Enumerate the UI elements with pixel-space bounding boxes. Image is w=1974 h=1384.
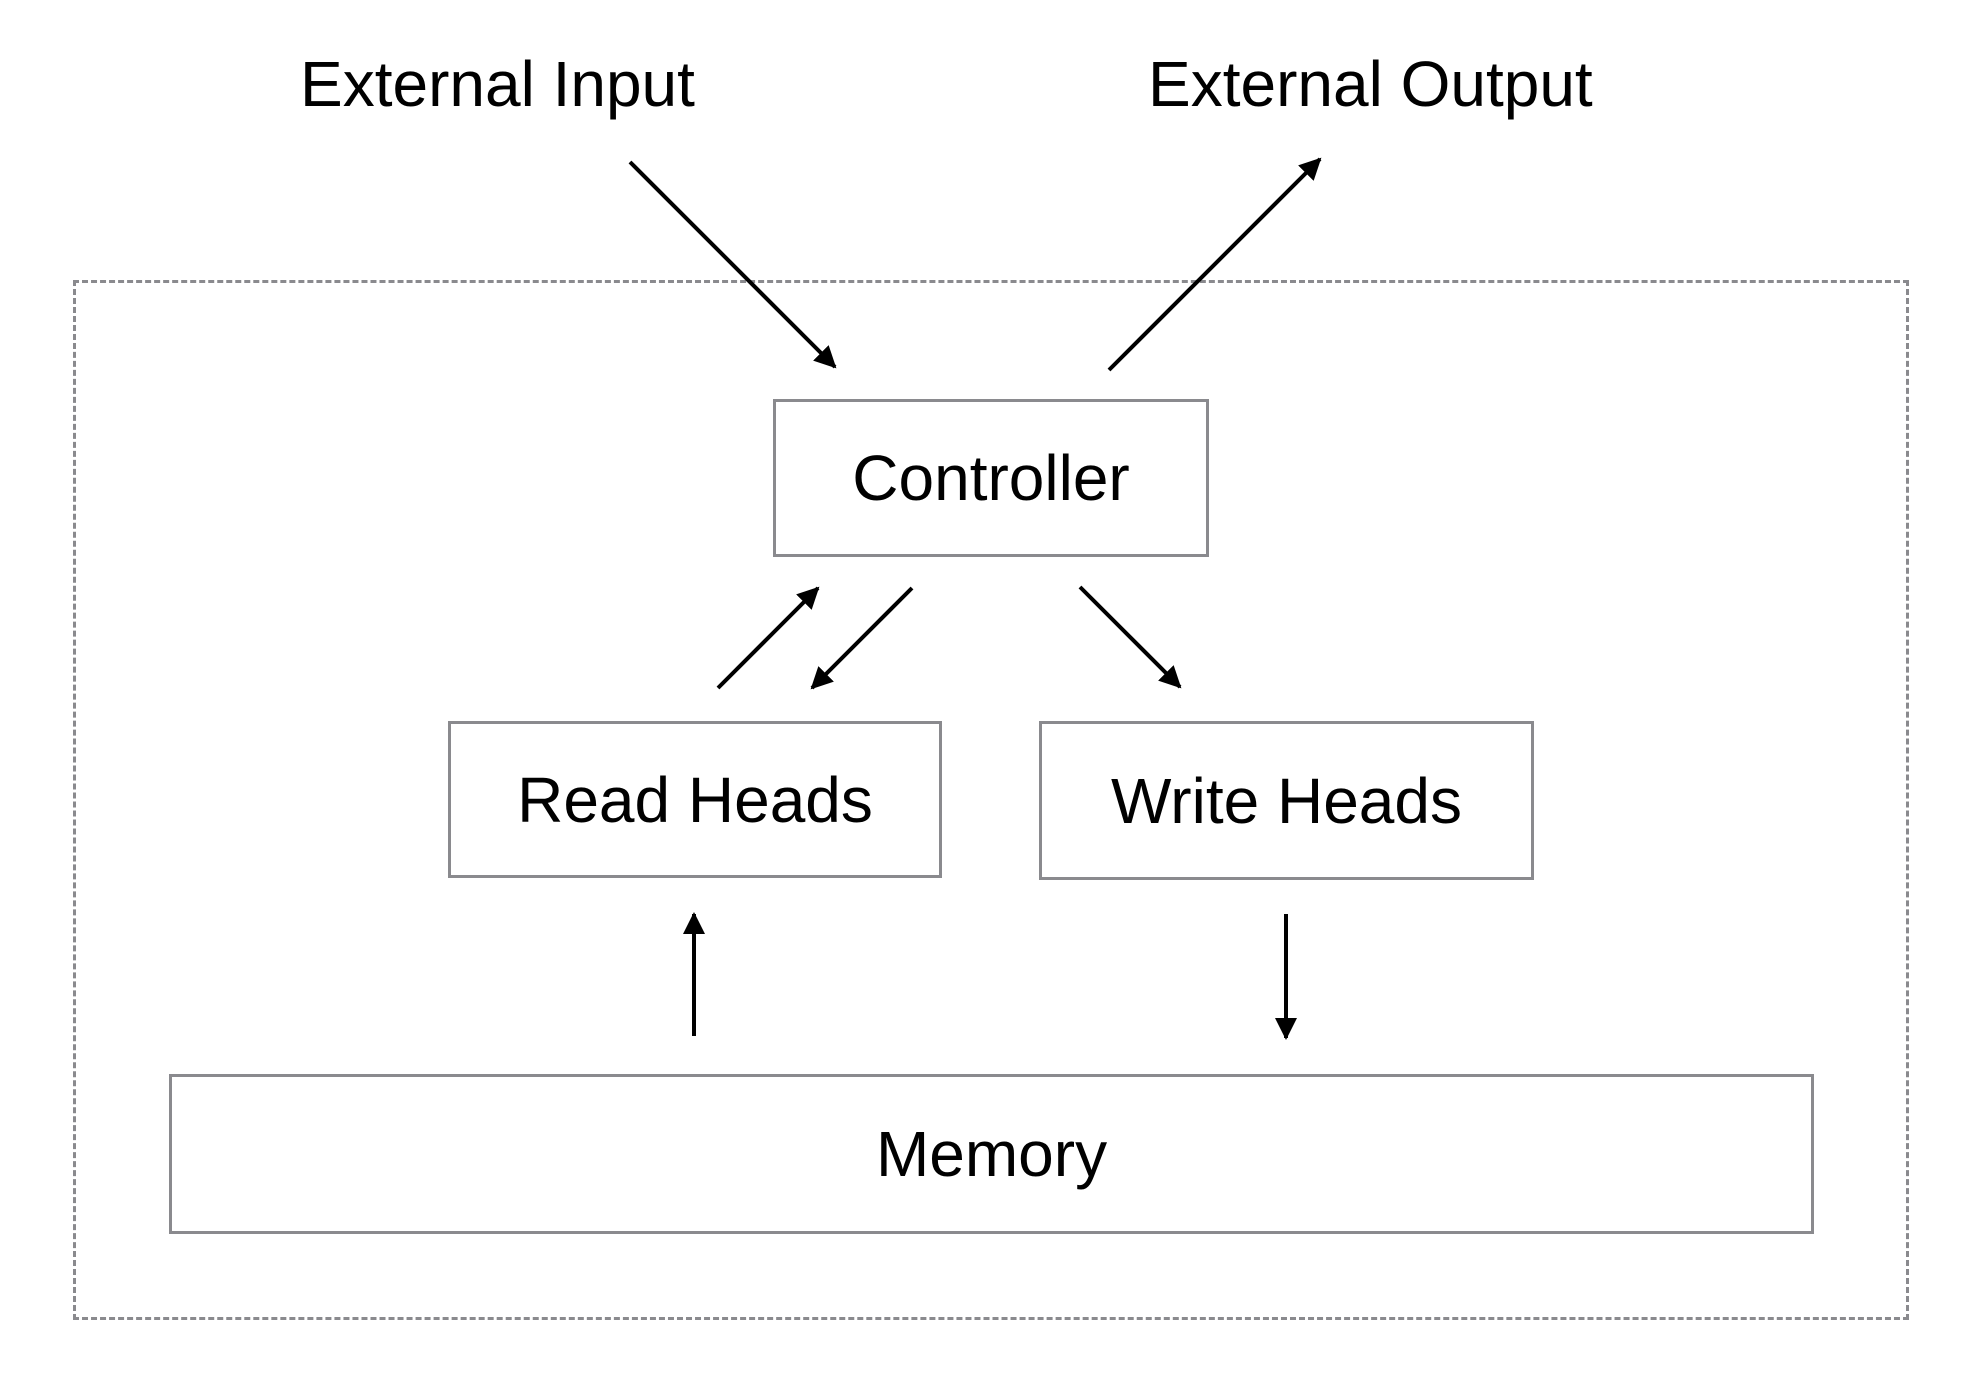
read-heads-label: Read Heads (517, 763, 873, 836)
external-input-label: External Input (300, 48, 695, 120)
write-heads-label: Write Heads (1111, 764, 1462, 837)
controller-box: Controller (773, 399, 1209, 557)
external-output-label: External Output (1148, 48, 1593, 120)
memory-box: Memory (169, 1074, 1814, 1234)
memory-label: Memory (875, 1118, 1108, 1190)
write-heads-box: Write Heads (1039, 721, 1534, 880)
system-boundary (73, 280, 1909, 1320)
read-heads-box: Read Heads (448, 721, 942, 878)
controller-label: Controller (852, 442, 1130, 514)
